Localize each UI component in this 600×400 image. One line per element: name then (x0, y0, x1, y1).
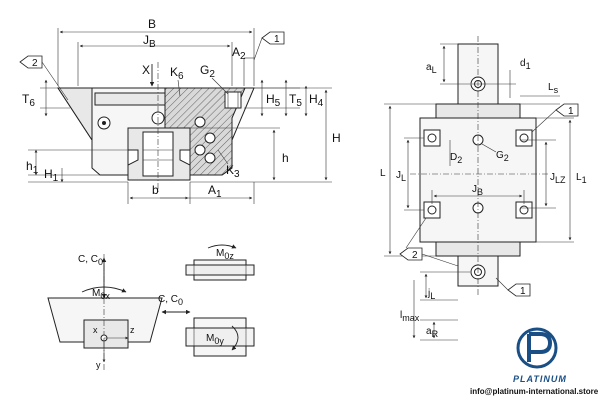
label-M0y: M0y (206, 333, 224, 346)
dim-b: b (152, 183, 159, 197)
callout-2-top: 2 (399, 217, 459, 267)
dim-K3: K3 (226, 163, 240, 180)
svg-text:2: 2 (32, 58, 38, 69)
dim-T5: T5 (289, 92, 302, 109)
dim-aL: aL (426, 62, 437, 75)
svg-text:1: 1 (274, 34, 280, 45)
label-C-C0-top: C, C0 (78, 254, 103, 267)
logo-p-icon (527, 332, 553, 362)
label-M0x: M0x (92, 288, 110, 301)
callout-2-front: 2 (19, 55, 69, 101)
ball-1 (194, 116, 206, 128)
svg-text:2: 2 (412, 250, 418, 261)
label-C-C0-side: C, C0 (158, 294, 183, 307)
axis-x: x (93, 325, 98, 335)
ball-2 (204, 132, 216, 144)
dim-H1: H1 (44, 167, 59, 184)
dim-K6: K6 (170, 65, 184, 82)
front-view: B JB A2 X K6 G2 1 2 (19, 17, 341, 204)
dim-h: h (282, 151, 289, 165)
dim-h1: h1 (26, 159, 39, 176)
carriage-recess (94, 92, 166, 106)
brand-email: info@platinum-international.store (470, 387, 599, 396)
load-top-rail (185, 264, 255, 276)
dim-A1: A1 (208, 183, 222, 200)
dim-JL: JL (396, 170, 406, 183)
dim-D2: D2 (450, 152, 462, 165)
ball-3 (194, 144, 206, 156)
dim-A2: A2 (232, 45, 246, 62)
load-front-rail (83, 319, 129, 349)
dim-T6: T6 (22, 92, 35, 109)
dim-JB: JB (143, 33, 156, 50)
callout-1-top: 1 (531, 103, 579, 133)
callout-1-front: 1 (253, 31, 285, 61)
dim-aR: aR (426, 326, 439, 339)
dim-L: L (380, 168, 386, 179)
thread-insert (224, 91, 242, 109)
svg-text:1: 1 (568, 106, 574, 117)
dim-G2: G2 (200, 63, 215, 80)
svg-text:1: 1 (520, 286, 526, 297)
dim-G2-top: G2 (496, 150, 509, 163)
dim-Ls: Ls (548, 82, 559, 95)
axis-y: y (96, 360, 101, 370)
dim-H: H (332, 131, 341, 145)
load-diagrams: C, C0 M0x C, C0 z x y M0z M0y (47, 244, 255, 370)
dim-JLZ: JLZ (550, 172, 566, 185)
brand-logo: PLATINUM info@platinum-international.sto… (470, 327, 599, 396)
brand-name: PLATINUM (513, 374, 567, 384)
dim-H4: H4 (309, 92, 324, 109)
dim-jL: jL (427, 288, 435, 301)
label-X: X (142, 63, 150, 77)
dim-d1: d1 (520, 58, 531, 71)
label-M0z: M0z (216, 248, 234, 261)
dim-JB-top: JB (472, 184, 483, 197)
top-view: aL d1 Ls 1 L JL D2 G2 (380, 36, 587, 341)
dim-H5: H5 (266, 92, 281, 109)
dim-B: B (148, 17, 156, 31)
dim-L1: L1 (576, 172, 587, 185)
axis-z: z (130, 325, 135, 335)
dim-lmax: lmax (400, 310, 420, 323)
callout-1b-top: 1 (495, 277, 531, 297)
carriage-left-wing (57, 87, 93, 142)
ball-4 (204, 152, 216, 164)
